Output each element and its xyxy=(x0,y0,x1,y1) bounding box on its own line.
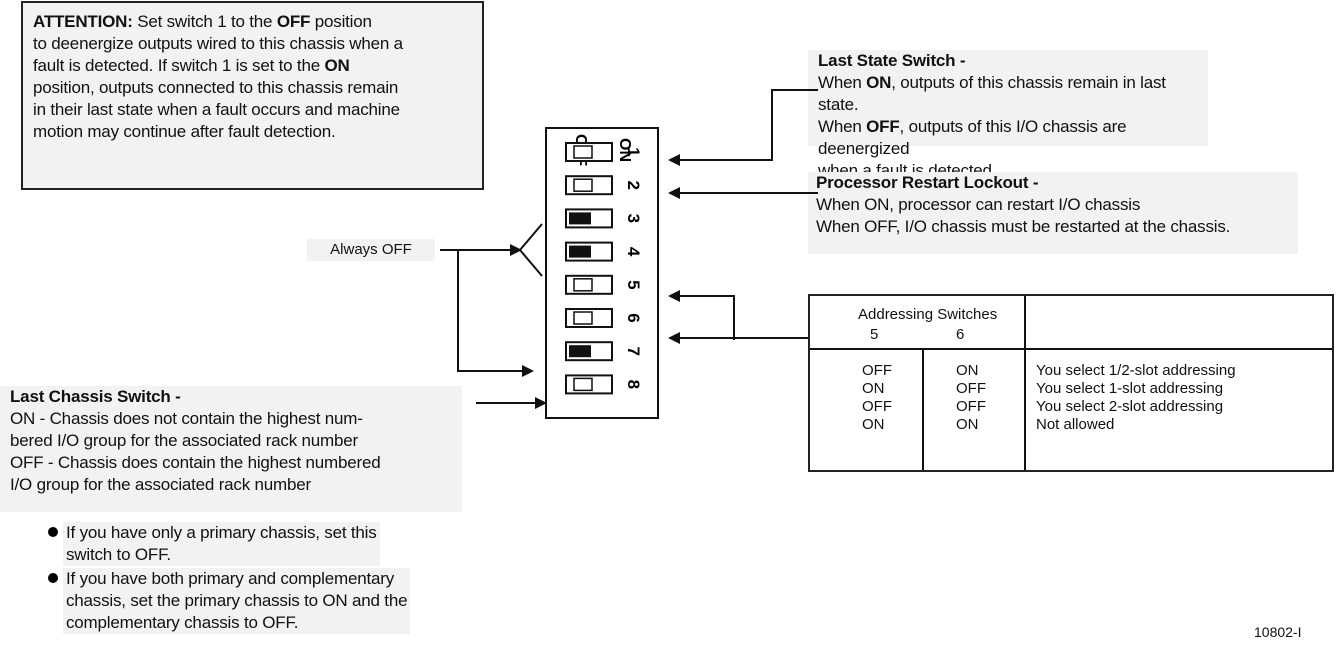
on-label: ON xyxy=(616,138,633,162)
switch-4-toggle xyxy=(569,245,591,258)
table-divider xyxy=(1024,296,1026,470)
switch-1-toggle xyxy=(573,145,593,159)
table-cell-desc: You select 2-slot addressing xyxy=(1036,398,1224,415)
figure-id: 10802-I xyxy=(1254,624,1302,640)
column-header-6: 6 xyxy=(956,326,965,343)
table-cell-s6: OFF xyxy=(956,380,986,397)
switch-2-toggle xyxy=(573,178,593,192)
table-cell-s5: ON xyxy=(862,380,885,397)
switch-8-toggle xyxy=(573,377,593,392)
attention-text: ATTENTION: Set switch 1 to the OFF posit… xyxy=(33,12,403,141)
table-cell-s6: ON xyxy=(956,362,979,379)
switch-3-toggle xyxy=(569,212,591,225)
table-cell-s6: OFF xyxy=(956,398,986,415)
list-item: If you have only a primary chassis, set … xyxy=(48,522,460,566)
list-item: If you have both primary and complementa… xyxy=(48,568,460,634)
switch-number-5: 5 xyxy=(624,280,643,289)
column-header-5: 5 xyxy=(870,326,879,343)
table-cell-s5: OFF xyxy=(862,398,892,415)
switch-5-toggle xyxy=(573,278,593,292)
last-chassis-switch-description: Last Chassis Switch - ON - Chassis does … xyxy=(0,386,462,512)
bullet-list: If you have only a primary chassis, set … xyxy=(48,522,460,634)
table-cell-s5: ON xyxy=(862,416,885,433)
table-divider xyxy=(810,348,1332,350)
switch-number-6: 6 xyxy=(624,313,643,322)
table-cell-desc: Not allowed xyxy=(1036,416,1115,433)
switch-6-toggle xyxy=(573,311,593,325)
switch-number-8: 8 xyxy=(624,380,643,389)
last-state-connector xyxy=(668,89,818,166)
bullet-icon xyxy=(48,573,58,583)
bullet-icon xyxy=(48,527,58,537)
switch-number-4: 4 xyxy=(624,247,643,257)
table-cell-desc: You select 1/2-slot addressing xyxy=(1036,362,1236,379)
switch-7-toggle xyxy=(569,345,591,358)
switch-number-7: 7 xyxy=(624,346,643,355)
addressing-connector-5 xyxy=(668,290,735,340)
table-header: Addressing Switches xyxy=(858,306,998,323)
table-cell-desc: You select 1-slot addressing xyxy=(1036,380,1224,397)
switch-number-1: 1 xyxy=(624,147,643,156)
last-chassis-title: Last Chassis Switch - xyxy=(10,387,181,406)
switch-number-3: 3 xyxy=(624,214,643,223)
switch-number-2: 2 xyxy=(624,180,643,189)
last-state-switch-description: Last State Switch - When ON, outputs of … xyxy=(808,50,1208,180)
attention-box: ATTENTION: Set switch 1 to the OFF posit… xyxy=(21,1,484,190)
always-off-label: Always OFF xyxy=(307,239,435,261)
table-divider xyxy=(922,348,924,470)
always-off-bracket xyxy=(518,223,543,277)
always-off-to-switch7 xyxy=(457,250,534,377)
table-cell-s5: OFF xyxy=(862,362,892,379)
attention-label: ATTENTION: xyxy=(33,12,133,31)
table-cell-s6: ON xyxy=(956,416,979,433)
restart-title: Processor Restart Lockout - xyxy=(816,173,1039,192)
processor-restart-lockout-description: Processor Restart Lockout - When ON, pro… xyxy=(808,172,1298,254)
switch-group: 1 2 3 4 5 6 7 8 xyxy=(565,142,643,395)
last-state-title: Last State Switch - xyxy=(818,51,966,70)
